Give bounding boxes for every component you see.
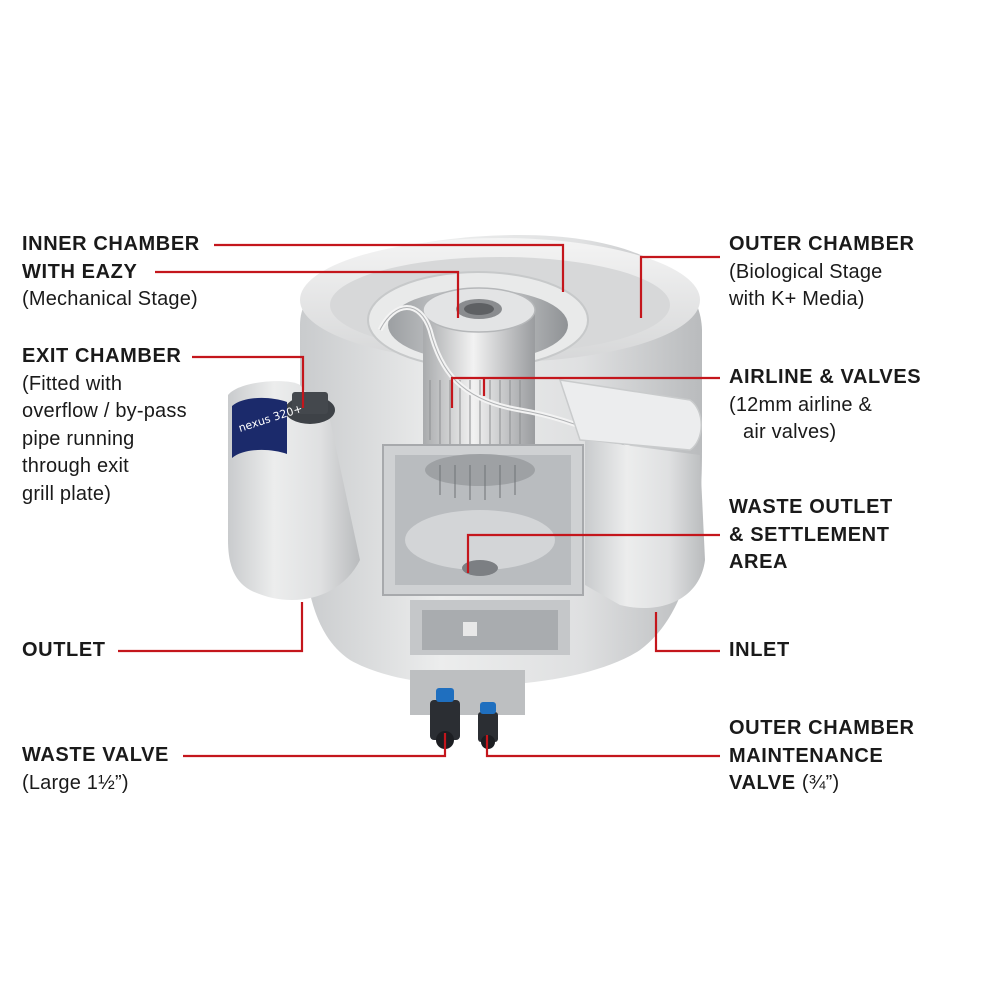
exit-chamber-title: EXIT CHAMBER	[22, 345, 182, 367]
exit-chamber-sub-2: overflow / by-pass	[22, 400, 187, 422]
exit-chamber-sub-5: grill plate)	[22, 482, 112, 505]
inner-chamber-subtitle: (Mechanical Stage)	[22, 288, 198, 310]
maintenance-valve-word: VALVE	[729, 772, 796, 794]
waste-outlet-title-2: & SETTLEMENT	[729, 523, 890, 546]
inlet-housing	[585, 440, 705, 608]
airline-sub-1: (12mm airline &	[729, 393, 873, 416]
waste-valve-title: WASTE VALVE	[22, 744, 169, 766]
maintenance-valve-size: (¾”)	[801, 772, 840, 794]
waste-valve-subtitle: (Large 1½”)	[22, 771, 129, 794]
airline-title: AIRLINE & VALVES	[729, 366, 922, 388]
airline-sub-2: air valves)	[743, 421, 837, 443]
maintenance-valve-title-3: VALVE (¾”)	[729, 770, 915, 798]
inner-chamber-title-1: INNER CHAMBER	[22, 233, 200, 255]
label-waste-valve: WASTE VALVE (Large 1½”)	[22, 742, 169, 797]
outer-chamber-title: OUTER CHAMBER	[729, 233, 915, 255]
label-inner-chamber: INNER CHAMBER WITH EAZY (Mechanical Stag…	[22, 231, 200, 314]
label-inlet: INLET	[729, 637, 790, 665]
maintenance-valve-title-2: MAINTENANCE	[729, 744, 884, 767]
label-outlet: OUTLET	[22, 637, 106, 665]
label-airline: AIRLINE & VALVES (12mm airline & air val…	[729, 364, 921, 447]
label-exit-chamber: EXIT CHAMBER (Fitted with overflow / by-…	[22, 343, 187, 508]
label-outer-chamber: OUTER CHAMBER (Biological Stage with K+ …	[729, 231, 915, 314]
inner-chamber-title-2: WITH EAZY	[22, 260, 138, 283]
label-waste-outlet: WASTE OUTLET & SETTLEMENT AREA	[729, 494, 893, 577]
maintenance-valve-title-1: OUTER CHAMBER	[729, 717, 915, 739]
outlet-title: OUTLET	[22, 639, 106, 661]
inlet-title: INLET	[729, 639, 790, 661]
exit-chamber-sub-1: (Fitted with	[22, 372, 123, 395]
exit-chamber-sub-4: through exit	[22, 455, 129, 477]
exit-chamber-sub-3: pipe running	[22, 427, 135, 450]
outer-chamber-sub-1: (Biological Stage	[729, 260, 883, 283]
waste-outlet-title-1: WASTE OUTLET	[729, 496, 893, 518]
maintenance-valve-part	[478, 702, 498, 749]
label-maintenance-valve: OUTER CHAMBER MAINTENANCE VALVE (¾”)	[729, 715, 915, 798]
outer-chamber-sub-2: with K+ Media)	[729, 288, 865, 310]
waste-outlet-title-3: AREA	[729, 551, 789, 573]
